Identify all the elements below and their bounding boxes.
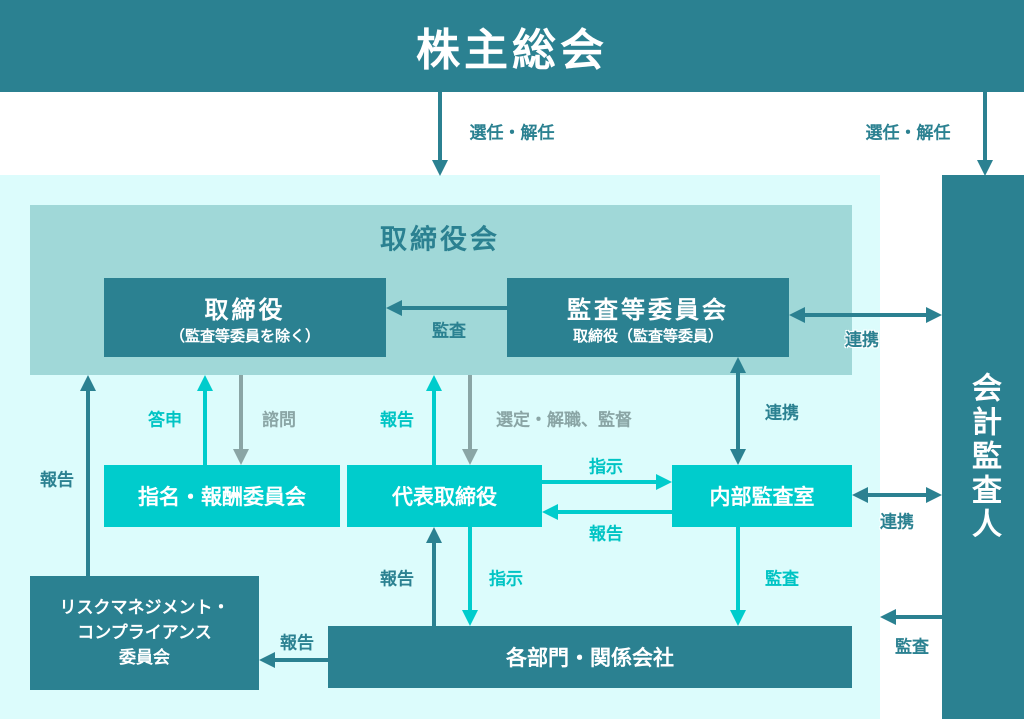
label-instruct-internal: 指示: [589, 457, 623, 478]
board-title: 取締役会: [380, 224, 500, 256]
risk-committee-line1: リスクマネジメント・: [59, 597, 230, 618]
shareholders-title: 株主総会: [416, 25, 608, 76]
directors-subtitle: （監査等委員を除く）: [169, 326, 320, 345]
label-auditor-audit: 監査: [895, 637, 929, 658]
label-consult: 諮問: [262, 410, 296, 431]
label-dept-risk-report: 報告: [280, 633, 314, 654]
departments-title: 各部門・関係会社: [506, 646, 674, 670]
directors-box: 取締役 （監査等委員を除く）: [104, 278, 386, 357]
label-elect-board: 選任・解任: [469, 123, 555, 144]
internal-audit-title: 内部監査室: [709, 485, 815, 509]
label-internal-report: 報告: [589, 524, 623, 545]
audit-committee-title: 監査等委員会: [567, 295, 729, 324]
internal-audit-box: 内部監査室: [672, 465, 852, 527]
risk-committee-line2: コンプライアンス: [77, 622, 212, 643]
audit-committee-subtitle: 取締役（監査等委員）: [572, 326, 723, 345]
departments-box: 各部門・関係会社: [328, 626, 852, 688]
label-appoint: 選定・解職、監督: [496, 410, 632, 431]
label-rep-report: 報告: [380, 410, 414, 431]
shareholders-meeting: 株主総会: [0, 0, 1024, 92]
label-dept-report: 報告: [380, 569, 414, 590]
label-answer: 答申: [148, 410, 182, 431]
audit-committee-box: 監査等委員会 取締役（監査等委員）: [507, 278, 789, 357]
label-audit-directors: 監査: [432, 321, 466, 342]
label-risk-report: 報告: [40, 470, 74, 491]
label-internal-auditor: 連携: [880, 512, 914, 533]
accounting-auditor-title: 会計監査人: [966, 372, 1001, 542]
directors-title: 取締役: [204, 295, 286, 324]
representative-box: 代表取締役: [347, 465, 542, 527]
label-elect-auditor: 選任・解任: [865, 123, 951, 144]
label-audit-committee-internal: 連携: [765, 403, 799, 424]
nomination-committee-title: 指名・報酬委員会: [138, 485, 306, 509]
accounting-auditor-box: 会計監査人: [942, 175, 1024, 719]
risk-committee-box: リスクマネジメント・ コンプライアンス 委員会: [30, 576, 259, 690]
nomination-committee-box: 指名・報酬委員会: [104, 465, 340, 527]
label-audit-committee-auditor: 連携: [845, 330, 879, 351]
representative-title: 代表取締役: [392, 485, 497, 509]
label-dept-instruct: 指示: [489, 569, 523, 590]
risk-committee-line3: 委員会: [119, 647, 170, 668]
label-internal-audit-dept: 監査: [765, 569, 799, 590]
